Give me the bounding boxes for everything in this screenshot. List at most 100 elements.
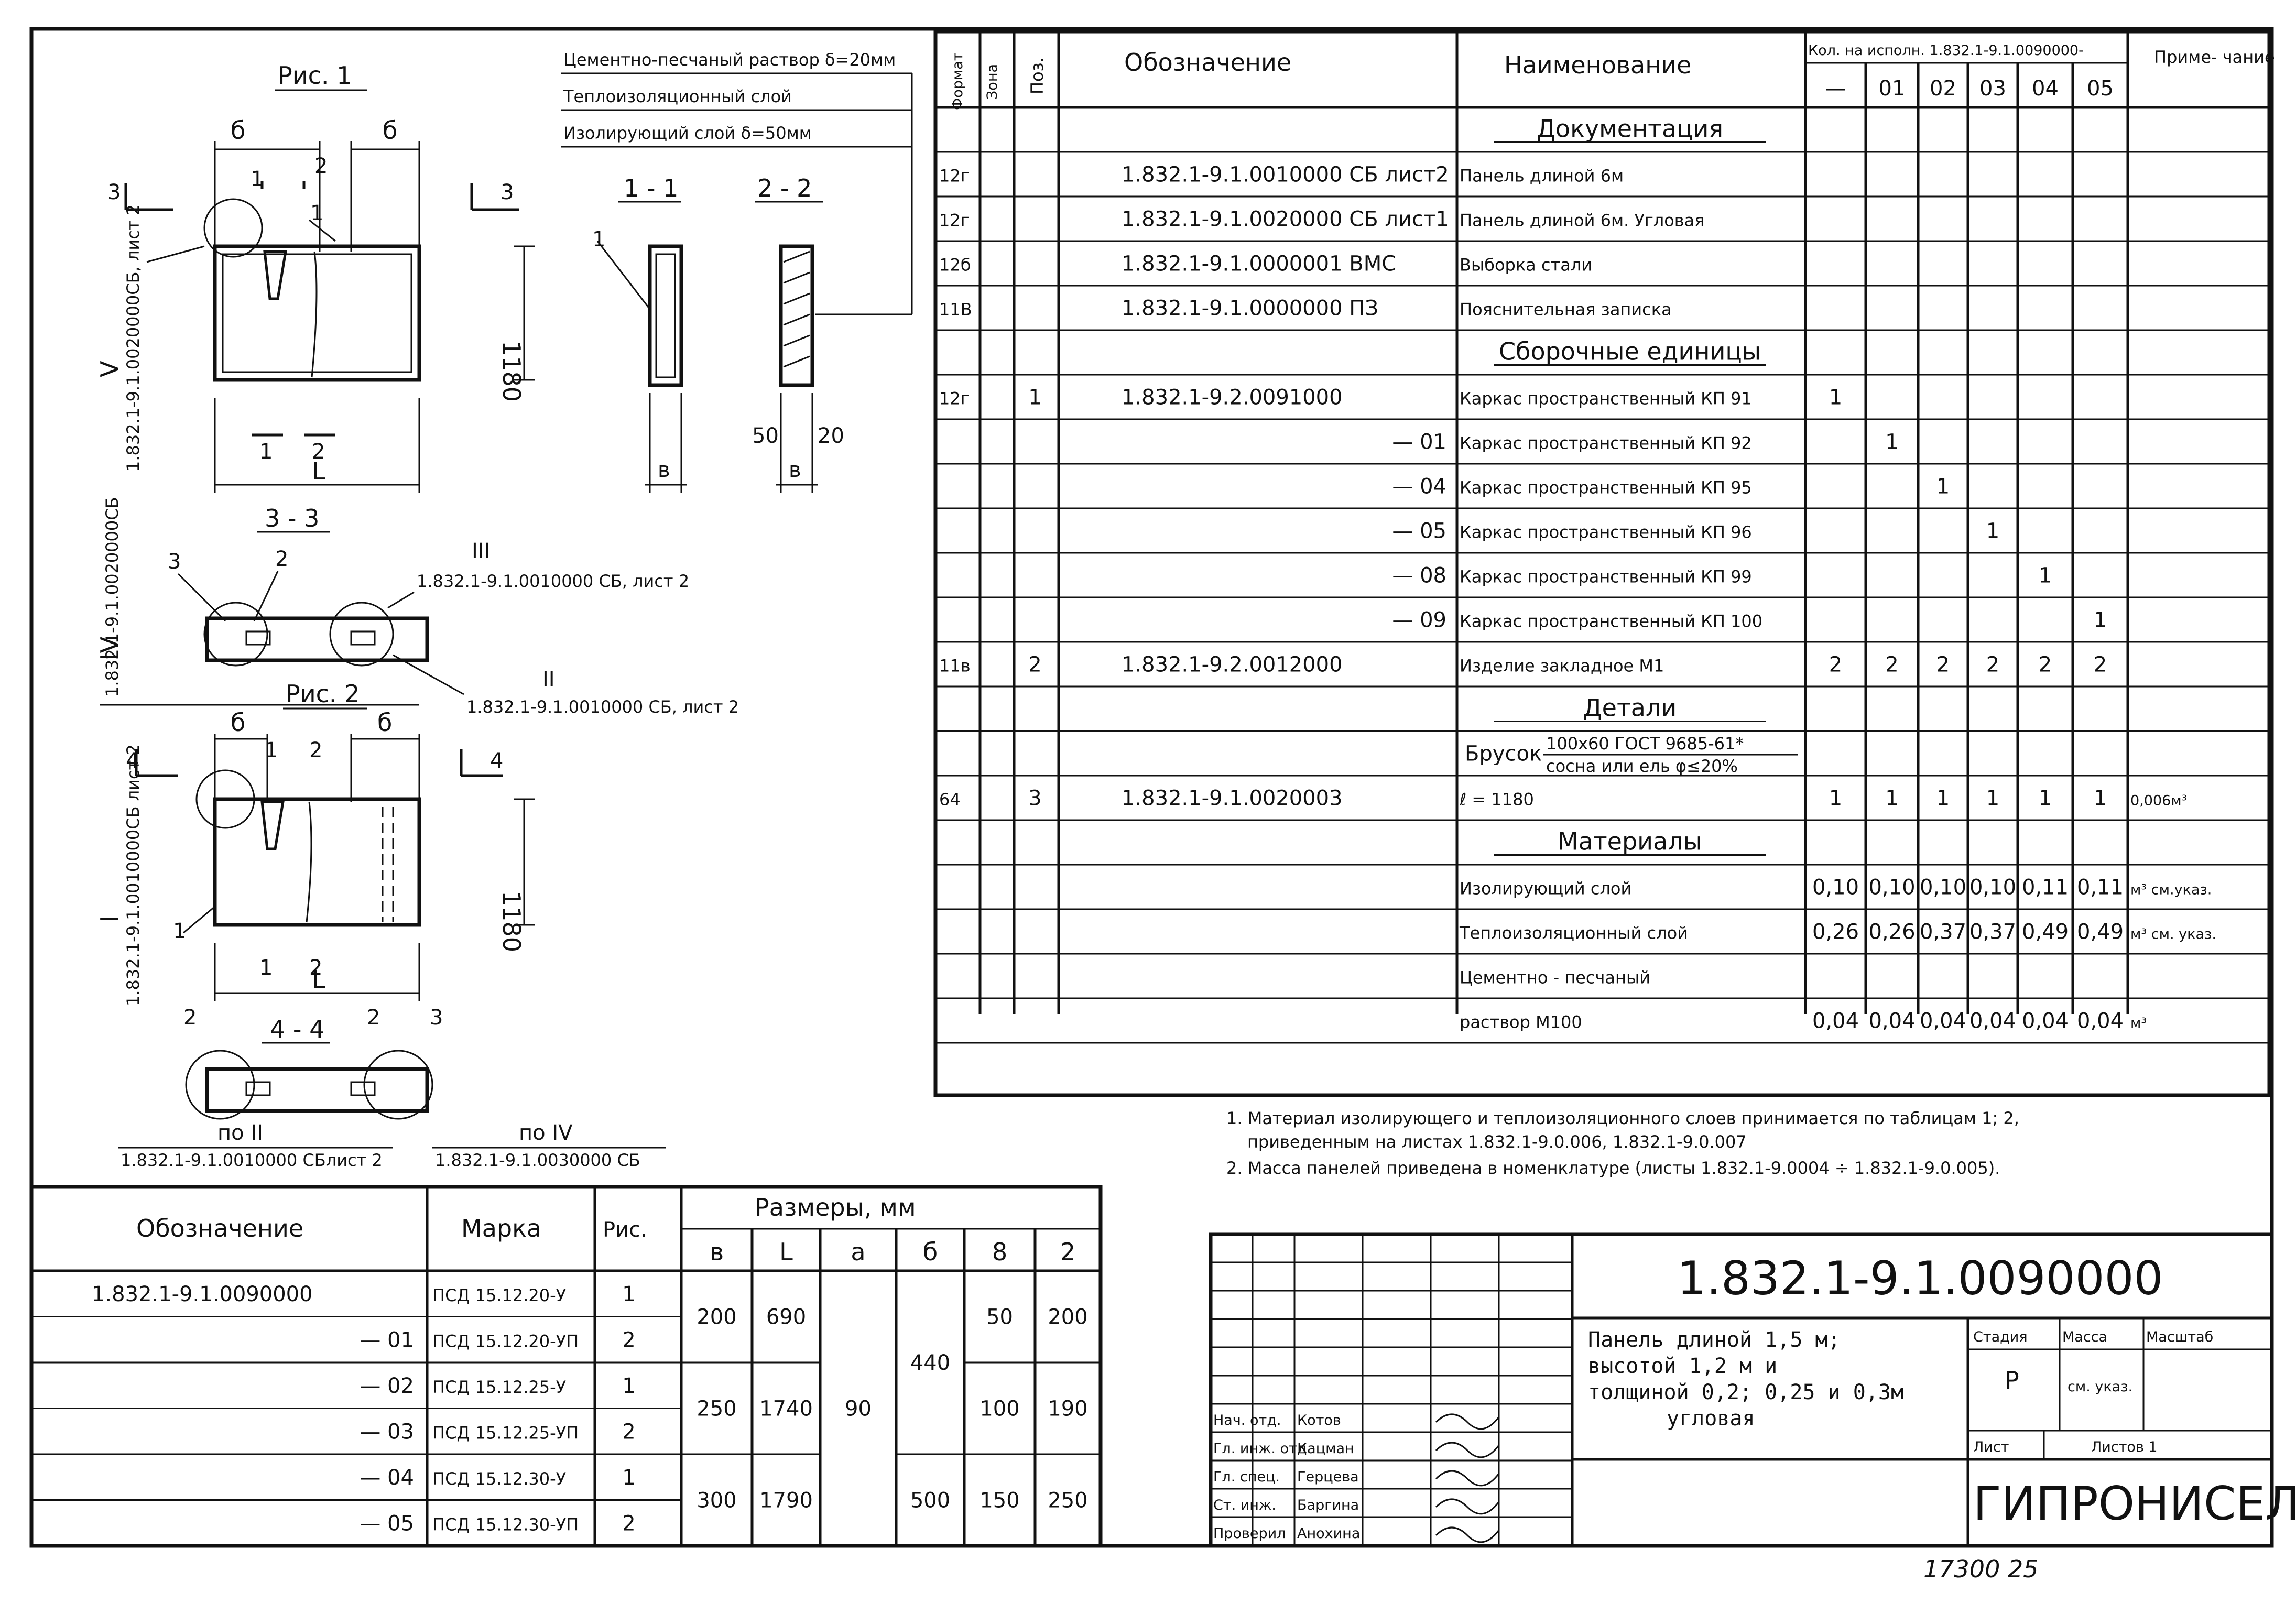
sec-3-3-lbl2: 2	[275, 547, 288, 571]
fig2-height: 1180	[497, 891, 526, 952]
spec-row-qty-0: 0,26	[1812, 920, 1859, 944]
spec-row-name: Каркас пространственный КП 100	[1460, 612, 1762, 631]
note-line-1: 1. Материал изолирующего и теплоизоляцио…	[1226, 1108, 2019, 1128]
sec-3-3-shape	[205, 616, 429, 662]
spec-row-qty-0: 2	[1829, 653, 1842, 677]
spec-row-qty-2: 0,04	[1920, 1009, 1966, 1033]
sec-1-1-dim-b: в	[658, 458, 670, 482]
spec-row-name: Теплоизоляционный слой	[1459, 923, 1688, 943]
fig2-title: Рис. 2	[286, 680, 360, 708]
title-person-name: Котов	[1297, 1412, 1341, 1428]
spec-section-title: Документация	[1537, 115, 1723, 143]
sec-3-3-lbl3: 3	[168, 550, 181, 574]
spec-row-qty-1: 1	[1885, 787, 1898, 811]
title-sheet-label: Лист	[1973, 1439, 2009, 1455]
spec-row-qty-1: 0,04	[1868, 1009, 1915, 1033]
marks-val-a: 90	[845, 1397, 872, 1421]
spec-row-qty-5: 0,11	[2077, 876, 2124, 900]
spec-brusok-label: Брусок	[1465, 742, 1542, 766]
fig2-cut2: 2	[309, 738, 322, 762]
spec-variant-0: —	[1825, 77, 1846, 101]
title-person-role: Гл. спец.	[1213, 1469, 1280, 1485]
spec-row-name: Цементно - песчаный	[1460, 968, 1650, 988]
spec-h-note: Приме- чание	[2154, 47, 2275, 67]
spec-row-designation: 1.832.1-9.1.0020003	[1122, 787, 1343, 811]
spec-row-name: Каркас пространственный КП 99	[1460, 567, 1752, 587]
title-block: 1.832.1-9.1.0090000 Панель длиной 1,5 м;…	[1209, 1232, 2296, 1548]
fig2-cut1-b: 1	[259, 956, 273, 980]
title-person-name: Кацман	[1297, 1441, 1354, 1457]
spec-row-designation: — 04	[1392, 475, 1446, 499]
figure-1: Рис. 1 б б 3 3 1 2 1 1180	[95, 50, 913, 717]
sec-1-1-title: 1 - 1	[624, 174, 678, 202]
fig1-title: Рис. 1	[278, 61, 352, 90]
spec-row-format: 12б	[939, 255, 971, 275]
spec-row-qty-1: 1	[1885, 430, 1898, 454]
title-org: ГИПРОНИСЕЛЬХОЗ	[1973, 1477, 2296, 1531]
fig1-delta-left: б	[231, 116, 245, 145]
marks-row-mark: ПСД 15.12.20-УП	[432, 1331, 579, 1351]
fig1-ref-V-text: 1.832.1-9.1.0020000СБ, лист 2	[123, 204, 143, 472]
spec-section-title: Материалы	[1558, 827, 1702, 856]
marks-row-fig: 2	[622, 1511, 635, 1535]
fig2-cut4-right: 4	[490, 749, 503, 773]
spec-row-name: Каркас пространственный КП 91	[1460, 389, 1752, 409]
marks-row-designation: — 04	[360, 1466, 414, 1490]
spec-h-name: Наименование	[1504, 51, 1691, 79]
marks-row-mark: ПСД 15.12.20-У	[432, 1285, 566, 1305]
title-signature	[1435, 1526, 1500, 1543]
spec-row-name: Панель длиной 6м. Угловая	[1460, 211, 1705, 231]
spec-h-pos: Поз.	[1027, 57, 1047, 94]
title-signature	[1435, 1442, 1500, 1458]
spec-h-designation: Обозначение	[1124, 48, 1291, 77]
marks-val-g_vals: 150	[980, 1489, 1019, 1513]
fig1-ref-II: II	[542, 668, 555, 692]
layer-label-2: Теплоизоляционный слой	[563, 86, 792, 106]
marks-col-0: в	[710, 1238, 724, 1266]
spec-row-designation: 1.832.1-9.1.0010000 СБ лист2	[1122, 163, 1449, 187]
spec-row-name: раствор М100	[1460, 1012, 1582, 1032]
footer-note: 17300 25	[1923, 1555, 2039, 1583]
marks-val-h_vals: 190	[1048, 1397, 1087, 1421]
marks-row-designation: — 03	[360, 1420, 414, 1444]
marks-val-L_vals: 1740	[759, 1397, 813, 1421]
spec-row-note: м³	[2130, 1016, 2147, 1032]
title-scale-label: Масштаб	[2146, 1329, 2213, 1345]
marks-val-h_vals: 200	[1048, 1305, 1087, 1329]
marks-val-b_vals: 300	[697, 1489, 736, 1513]
marks-val-h_vals: 250	[1048, 1489, 1087, 1513]
spec-row-designation: 1.832.1-9.2.0012000	[1122, 653, 1343, 677]
figure-2: Рис. 2 б б 1 2 4 4 1180 L 1 2 1.832.1-9.…	[95, 680, 666, 1170]
title-stage: Р	[2005, 1366, 2019, 1394]
marks-val-g_vals: 50	[986, 1305, 1013, 1329]
marks-row-mark: ПСД 15.12.25-У	[432, 1377, 566, 1397]
spec-row-qty-3: 0,04	[1969, 1009, 2016, 1033]
title-stage-label: Стадия	[1973, 1329, 2028, 1345]
fig2-cut4-left: 4	[126, 749, 139, 773]
sec-4-4-title: 4 - 4	[270, 1015, 324, 1043]
marks-row-fig: 1	[622, 1374, 635, 1398]
fig1-ref-V: V	[95, 361, 124, 377]
spec-row-qty-3: 0,37	[1969, 920, 2016, 944]
spec-row-name: Каркас пространственный КП 92	[1460, 433, 1752, 453]
marks-val-b_vals: 250	[697, 1397, 736, 1421]
marks-h-fig: Рис.	[603, 1218, 647, 1242]
sec-2-2-shape	[779, 244, 814, 387]
marks-col-2: а	[851, 1238, 865, 1266]
spec-row-qty-5: 0,04	[2077, 1009, 2124, 1033]
sec-2-2-title: 2 - 2	[757, 174, 812, 202]
fig1-ref-III: III	[472, 539, 490, 563]
marks-val-g_vals: 100	[980, 1397, 1019, 1421]
marks-h-des: Обозначение	[136, 1214, 303, 1242]
spec-row-qty-1: 0,26	[1868, 920, 1915, 944]
spec-row-qty-2: 0,10	[1920, 876, 1966, 900]
marks-row-fig: 2	[622, 1420, 635, 1444]
fig1-cut2-b: 2	[312, 440, 325, 464]
title-signature	[1435, 1498, 1500, 1515]
spec-row-note: м³ см.указ.	[2130, 882, 2212, 898]
spec-row-name: Каркас пространственный КП 96	[1460, 522, 1752, 542]
spec-row-designation: — 01	[1392, 430, 1446, 454]
spec-row-format: 64	[939, 790, 961, 810]
spec-section-title: Детали	[1583, 694, 1677, 722]
